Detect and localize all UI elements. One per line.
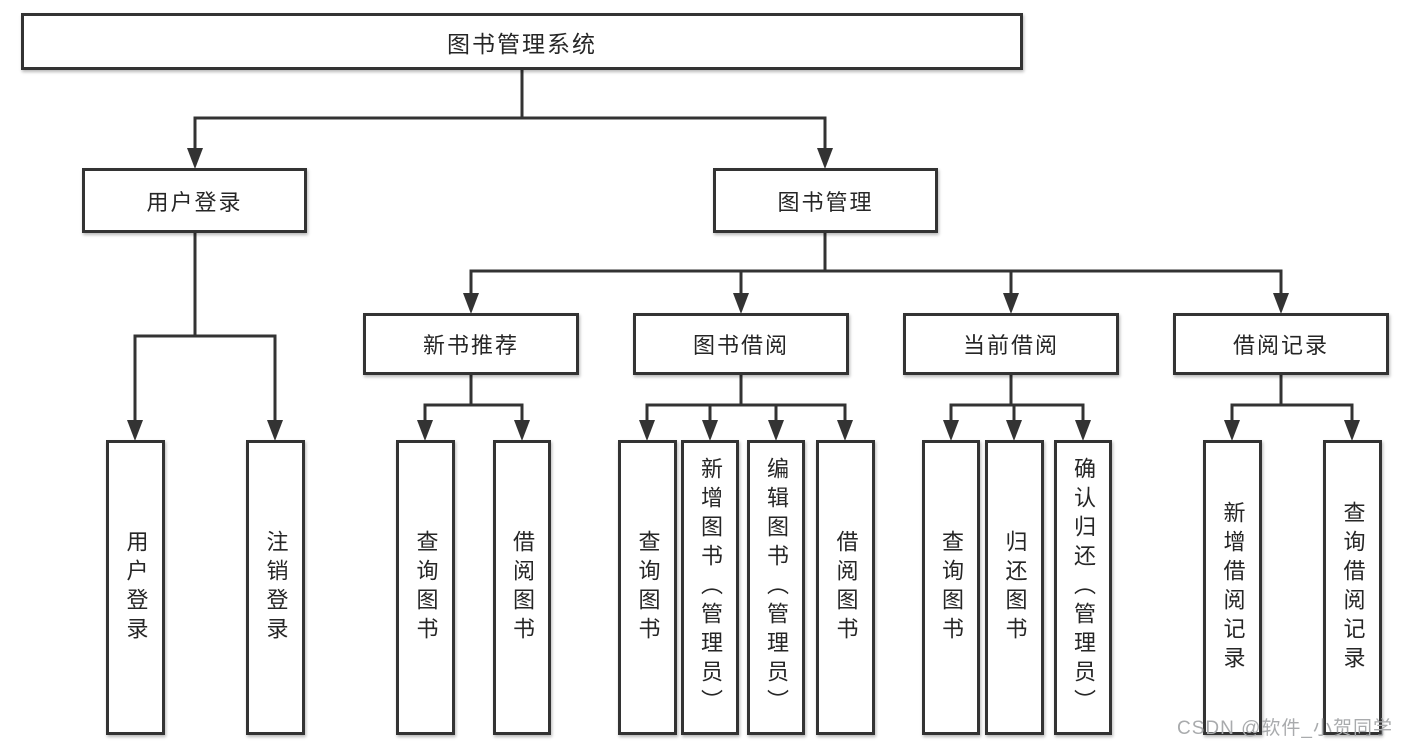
connector-book-management-to-level3 xyxy=(463,231,1289,314)
leaf-label: 查询图书 xyxy=(939,529,964,646)
leaf-query-borrow-record: 查询借阅记录 xyxy=(1323,440,1382,735)
csdn-watermark: CSDN @软件_小贺同学 xyxy=(1177,718,1393,739)
leaf-borrow-books: 借阅图书 xyxy=(816,440,875,735)
node-user-login: 用户登录 xyxy=(82,168,307,233)
leaf-label: 查询图书 xyxy=(635,529,661,646)
leaf-return-books: 归还图书 xyxy=(985,440,1044,735)
connector-current-borrow-to-leaves xyxy=(943,373,1091,441)
leaf-label: 用户登录 xyxy=(123,529,149,646)
leaf-confirm-return-admin: 确认归还（管理员） xyxy=(1054,440,1112,735)
leaf-label: 编辑图书（管理员） xyxy=(764,457,789,718)
node-label: 图书管理系统 xyxy=(447,30,597,57)
node-label: 图书管理 xyxy=(777,189,874,215)
node-label: 借阅记录 xyxy=(1232,333,1329,358)
leaf-query-books-current: 查询图书 xyxy=(922,440,980,735)
leaf-query-books-borrow: 查询图书 xyxy=(618,440,677,735)
leaf-add-borrow-record: 新增借阅记录 xyxy=(1203,440,1262,735)
node-book-borrow: 图书借阅 xyxy=(633,313,849,375)
leaf-add-book-admin: 新增图书（管理员） xyxy=(681,440,739,735)
leaf-query-books-recommend: 查询图书 xyxy=(396,440,455,735)
leaf-label: 借阅图书 xyxy=(833,529,859,646)
node-current-borrow: 当前借阅 xyxy=(903,313,1119,375)
leaf-logout: 注销登录 xyxy=(246,440,305,735)
node-new-book-recommend: 新书推荐 xyxy=(363,313,579,375)
leaf-label: 新增借阅记录 xyxy=(1220,500,1246,675)
leaf-label: 查询借阅记录 xyxy=(1340,500,1366,675)
leaf-label: 借阅图书 xyxy=(510,529,535,646)
leaf-label: 归还图书 xyxy=(1002,529,1028,646)
leaf-label: 查询图书 xyxy=(413,529,439,646)
leaf-edit-book-admin: 编辑图书（管理员） xyxy=(747,440,805,735)
node-library-management-system: 图书管理系统 xyxy=(21,13,1023,70)
leaf-label: 新增图书（管理员） xyxy=(698,457,723,718)
connector-book-borrow-to-leaves xyxy=(639,373,853,441)
connector-borrow-records-to-leaves xyxy=(1224,373,1360,441)
node-label: 图书借阅 xyxy=(692,333,789,358)
leaf-borrow-books-recommend: 借阅图书 xyxy=(493,440,551,735)
connector-user-login-to-leaves xyxy=(127,231,283,441)
node-label: 当前借阅 xyxy=(962,333,1059,358)
node-label: 新书推荐 xyxy=(422,333,519,358)
leaf-user-login: 用户登录 xyxy=(106,440,165,735)
leaf-label: 注销登录 xyxy=(263,529,289,646)
connector-root-to-level2 xyxy=(187,68,833,169)
connector-new-book-to-leaves xyxy=(417,373,530,441)
node-borrow-records: 借阅记录 xyxy=(1173,313,1389,375)
node-label: 用户登录 xyxy=(146,189,243,215)
leaf-label: 确认归还（管理员） xyxy=(1071,457,1096,718)
node-book-management: 图书管理 xyxy=(713,168,938,233)
